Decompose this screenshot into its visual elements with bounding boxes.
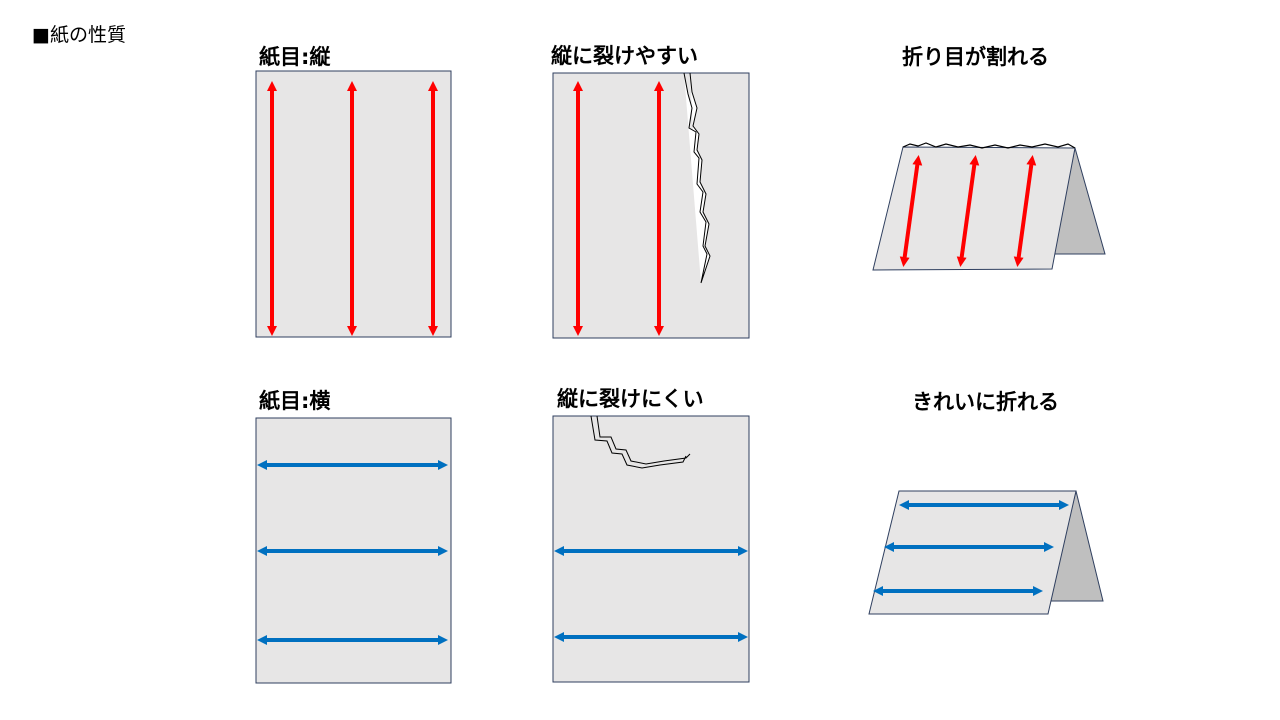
section-title: ■紙の性質 [32,24,126,46]
panel-grain-horizontal [255,417,452,684]
grain-arrow [899,155,923,267]
paper-sheet [552,72,750,339]
tear-crack [590,415,691,469]
grain-arrow [956,155,980,267]
panel-grain-vertical [255,70,452,338]
label-grain-horizontal: 紙目:横 [259,389,331,413]
label-folds-cleanly: きれいに折れる [912,390,1059,414]
label-hard-to-tear: 縦に裂けにくい [557,387,704,411]
label-tears-easily: 縦に裂けやすい [551,44,698,68]
folded-paper [868,490,1077,615]
panel-tears-easily [552,72,750,339]
panel-fold-cracks [872,142,1106,271]
grain-arrow [1013,155,1037,267]
label-fold-cracks: 折り目が割れる [902,45,1049,69]
tear-crack [683,72,711,284]
panel-folds-cleanly [868,490,1104,615]
fold-crack [902,142,1076,149]
panel-hard-to-tear [552,415,750,683]
label-grain-vertical: 紙目:縦 [259,45,331,69]
